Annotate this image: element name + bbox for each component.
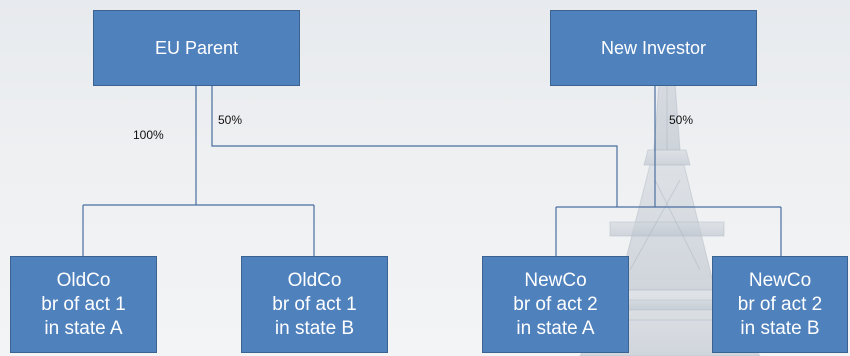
ownership-eu-parent-newco: 50% xyxy=(218,113,243,127)
oldco-state-a-box: OldCo br of act 1 in state A xyxy=(10,256,157,353)
entity-state: in state A xyxy=(516,317,595,339)
entity-state: in state A xyxy=(44,317,123,339)
oldco-state-b-box: OldCo br of act 1 in state B xyxy=(241,256,388,353)
entity-branch: br of act 1 xyxy=(41,293,126,315)
entity-branch: br of act 2 xyxy=(737,293,823,315)
entity-branch: br of act 2 xyxy=(513,293,598,315)
entity-state: in state B xyxy=(274,317,355,339)
entity-name: OldCo xyxy=(287,269,342,291)
connector-eu-parent-to-newco xyxy=(211,86,618,207)
entity-state: in state B xyxy=(740,317,820,339)
entity-name: OldCo xyxy=(56,269,111,291)
newco-state-b-box: NewCo br of act 2 in state B xyxy=(712,256,848,353)
ownership-new-investor-newco: 50% xyxy=(669,113,694,127)
entity-name: NewCo xyxy=(748,269,812,291)
new-investor-box: New Investor xyxy=(550,10,757,86)
eu-parent-box: EU Parent xyxy=(93,10,300,86)
entity-branch: br of act 1 xyxy=(272,293,357,315)
new-investor-label: New Investor xyxy=(600,37,707,58)
entity-name: NewCo xyxy=(524,269,587,291)
eu-parent-label: EU Parent xyxy=(154,37,239,58)
newco-state-a-box: NewCo br of act 2 in state A xyxy=(482,256,629,353)
ownership-eu-parent-oldco: 100% xyxy=(133,128,164,142)
